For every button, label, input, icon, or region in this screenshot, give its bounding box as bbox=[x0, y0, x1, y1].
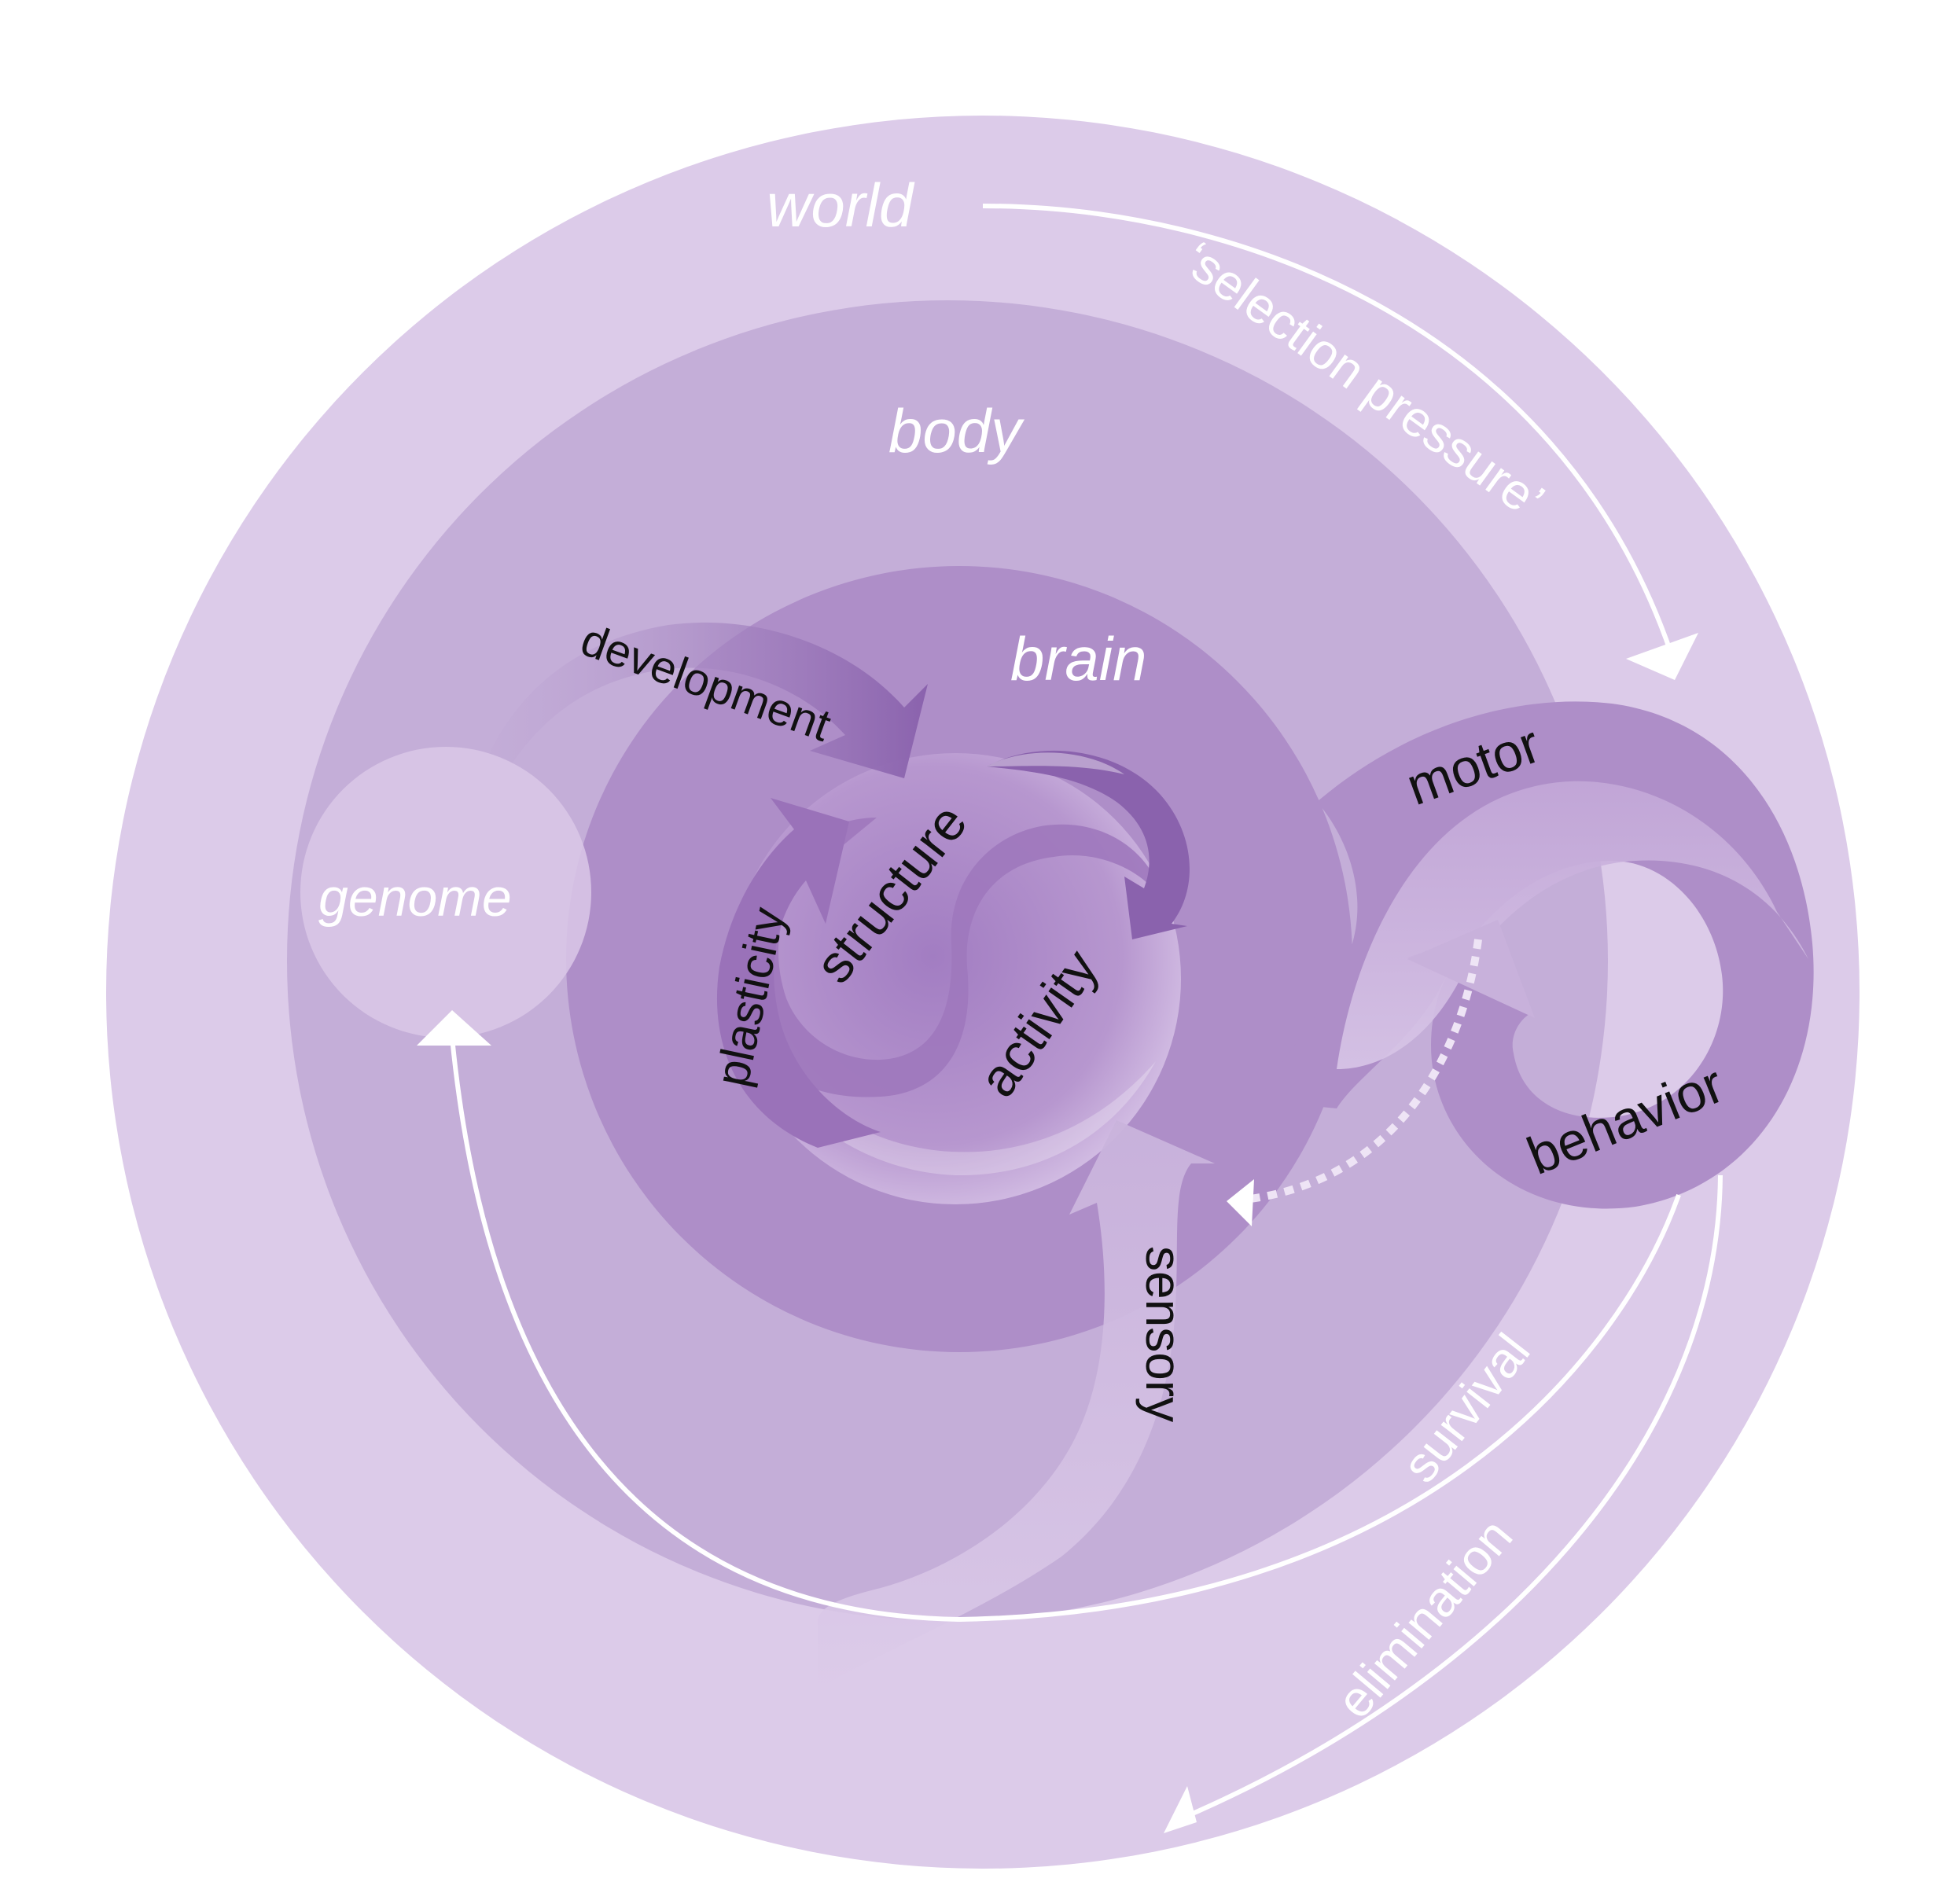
activity-arrow-highlight bbox=[987, 752, 1124, 774]
sensory-label: sensory bbox=[1135, 1246, 1192, 1422]
genome-return-arrow bbox=[450, 1037, 960, 1622]
body-label: body bbox=[888, 396, 1025, 465]
behavior-return-arrowhead bbox=[1407, 920, 1535, 1018]
selection-pressure-arrowhead bbox=[1626, 633, 1698, 680]
genome-arrowhead bbox=[417, 1010, 491, 1046]
sensory-label-group: sensory bbox=[1135, 1246, 1192, 1422]
genome-label: genome bbox=[318, 868, 512, 928]
activity-arrow bbox=[987, 750, 1190, 939]
world-label: world bbox=[767, 171, 915, 240]
sensory-arrow bbox=[818, 1120, 1215, 1690]
elimination-arrowhead bbox=[1164, 1786, 1197, 1833]
survival-arrow bbox=[958, 1193, 1681, 1622]
development-arrow bbox=[460, 622, 928, 849]
selection-pressure-arrow bbox=[982, 204, 1673, 653]
brain-label: brain bbox=[1010, 624, 1146, 693]
behavior-inner-highlight bbox=[1337, 781, 1808, 1069]
plasticity-arrow bbox=[716, 798, 881, 1148]
dotted-feedback-arrowhead bbox=[1227, 1179, 1254, 1226]
genome-circle bbox=[300, 747, 591, 1038]
dotted-feedback-arrow bbox=[1249, 939, 1482, 1203]
elimination-arrow bbox=[1186, 1174, 1723, 1818]
